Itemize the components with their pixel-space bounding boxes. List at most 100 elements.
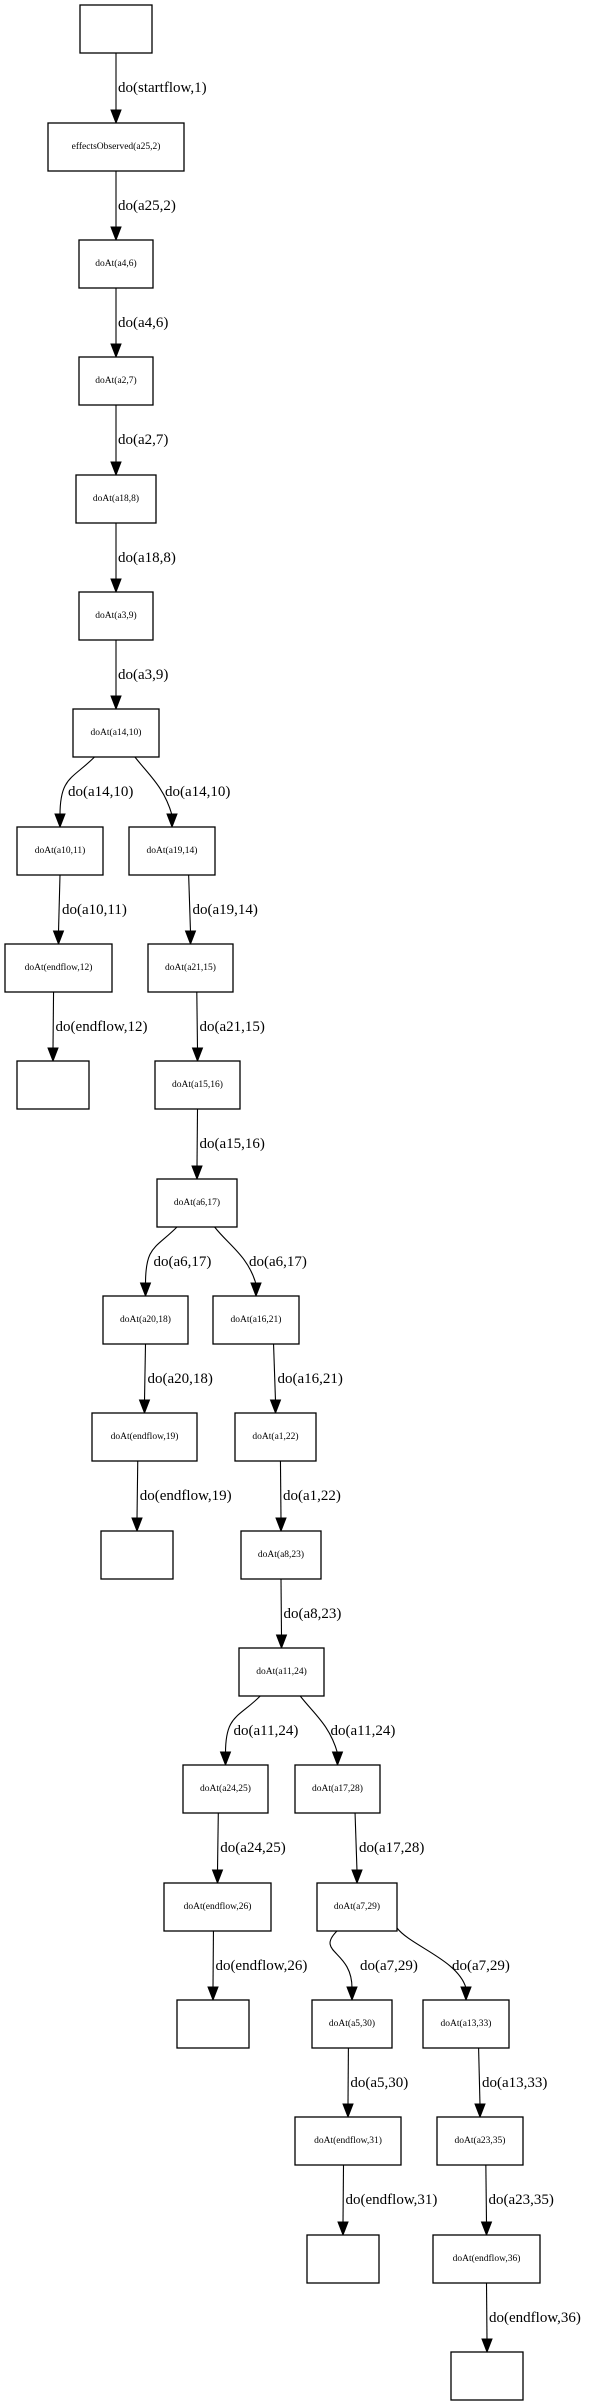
node-box xyxy=(311,1999,393,2049)
edge: do(a2,7) xyxy=(110,405,168,477)
edge-line xyxy=(396,1927,467,1989)
arrowhead-icon xyxy=(47,1047,59,1063)
edge-label: do(a8,23) xyxy=(284,1606,342,1622)
node-box xyxy=(16,1060,90,1110)
edge-line xyxy=(136,1460,139,1520)
edge-line xyxy=(57,874,61,933)
arrowhead-icon xyxy=(191,1165,203,1181)
state-node: doAt(a10,11) xyxy=(16,826,104,876)
arrowhead-icon xyxy=(166,813,178,829)
edge-line xyxy=(224,1695,261,1754)
edge: do(a19,14) xyxy=(184,874,258,946)
node-box xyxy=(79,4,153,54)
edge-line xyxy=(478,2047,481,2106)
node-label: doAt(a16,21) xyxy=(231,1314,282,1325)
state-node: effectsObserved(a25,2) xyxy=(47,122,185,172)
arrowhead-icon xyxy=(131,1517,143,1533)
node-label: doAt(a4,6) xyxy=(95,258,136,269)
edge: do(endflow,31) xyxy=(337,2164,438,2237)
edge: do(a1,22) xyxy=(275,1460,341,1533)
edge-label: do(a11,24) xyxy=(331,1723,396,1739)
edge: do(endflow,26) xyxy=(207,1930,307,2002)
node-label: doAt(a20,18) xyxy=(120,1314,171,1325)
node-box xyxy=(182,1764,269,1814)
state-node: doAt(a7,29) xyxy=(316,1882,398,1932)
node-box xyxy=(78,356,154,406)
node-box xyxy=(102,1295,189,1345)
state-node: doAt(endflow,12) xyxy=(4,943,113,993)
node-box xyxy=(212,1295,300,1345)
edge: do(a10,11) xyxy=(52,874,127,946)
node-box xyxy=(100,1530,174,1580)
arrowhead-icon xyxy=(337,2221,349,2237)
node-box xyxy=(316,1882,398,1932)
state-node: doAt(a6,17) xyxy=(156,1178,238,1228)
edge-line xyxy=(329,1930,353,1989)
state-node: doAt(a1,22) xyxy=(234,1412,317,1462)
node-box xyxy=(154,1060,241,1110)
edge: do(endflow,19) xyxy=(131,1460,232,1533)
node-label: doAt(a11,24) xyxy=(256,1666,307,1677)
node-box xyxy=(47,122,185,172)
node-box xyxy=(240,1530,322,1580)
state-node: doAt(endflow,19) xyxy=(91,1412,198,1462)
edge: do(a11,24) xyxy=(299,1695,396,1767)
edge: do(a25,2) xyxy=(110,171,176,242)
state-node: doAt(a18,8) xyxy=(75,474,157,524)
state-node: doAt(a8,23) xyxy=(240,1530,322,1580)
edge: do(a20,18) xyxy=(138,1343,213,1415)
node-label: doAt(a8,23) xyxy=(258,1549,304,1560)
edge-label: do(a3,9) xyxy=(118,667,168,683)
arrowhead-icon xyxy=(346,1986,358,2002)
node-box xyxy=(432,2234,541,2284)
terminal-node xyxy=(306,2234,380,2284)
node-label: doAt(endflow,26) xyxy=(184,1901,252,1912)
edge-line xyxy=(299,1695,339,1754)
node-box xyxy=(436,2116,524,2166)
edge-label: do(a20,18) xyxy=(148,1371,213,1387)
node-label: doAt(a18,8) xyxy=(93,493,139,504)
state-node: doAt(a14,10) xyxy=(72,708,160,758)
edge-line xyxy=(354,1812,358,1872)
edge-label: do(endflow,26) xyxy=(215,1958,307,1974)
arrowhead-icon xyxy=(351,1869,363,1885)
state-node: doAt(a5,30) xyxy=(311,1999,393,2049)
edges-layer: do(startflow,1)do(a25,2)do(a4,6)do(a2,7)… xyxy=(47,53,581,2354)
arrowhead-icon xyxy=(139,1282,152,1298)
edge: do(endflow,36) xyxy=(481,2282,581,2354)
edge: do(a5,30) xyxy=(342,2047,408,2119)
arrowhead-icon xyxy=(110,226,122,242)
node-label: doAt(a7,29) xyxy=(334,1901,380,1912)
arrowhead-icon xyxy=(110,343,122,359)
edge-label: do(a7,29) xyxy=(360,1958,418,1974)
edge-label: do(a6,17) xyxy=(249,1254,307,1270)
edge-line xyxy=(214,1226,257,1285)
node-box xyxy=(234,1412,317,1462)
state-node: doAt(a19,14) xyxy=(128,826,216,876)
node-label: doAt(endflow,12) xyxy=(25,962,93,973)
node-box xyxy=(78,239,154,289)
edge-label: do(a16,21) xyxy=(278,1371,343,1387)
state-node: doAt(a4,6) xyxy=(78,239,154,289)
edge-line xyxy=(52,991,55,1050)
edge-label: do(a4,6) xyxy=(118,315,168,331)
terminal-node xyxy=(100,1530,174,1580)
edge-label: do(a10,11) xyxy=(62,902,127,918)
arrowhead-icon xyxy=(52,930,65,946)
node-box xyxy=(75,474,157,524)
arrowhead-icon xyxy=(110,578,122,594)
edge-label: do(a15,16) xyxy=(200,1136,265,1152)
edge-label: do(a25,2) xyxy=(118,198,176,214)
terminal-node xyxy=(79,4,153,54)
terminal-node xyxy=(176,1999,250,2049)
edge-label: do(endflow,31) xyxy=(346,2192,438,2208)
state-node: doAt(a3,9) xyxy=(78,591,154,641)
arrowhead-icon xyxy=(54,813,66,829)
state-node: doAt(endflow,36) xyxy=(432,2234,541,2284)
edge: do(a7,29) xyxy=(329,1930,418,2002)
arrowhead-icon xyxy=(250,1282,262,1298)
state-node: doAt(a17,28) xyxy=(294,1764,381,1814)
arrowhead-icon xyxy=(138,1399,151,1415)
node-label: doAt(a10,11) xyxy=(35,845,86,856)
node-label: doAt(a5,30) xyxy=(329,2018,375,2029)
